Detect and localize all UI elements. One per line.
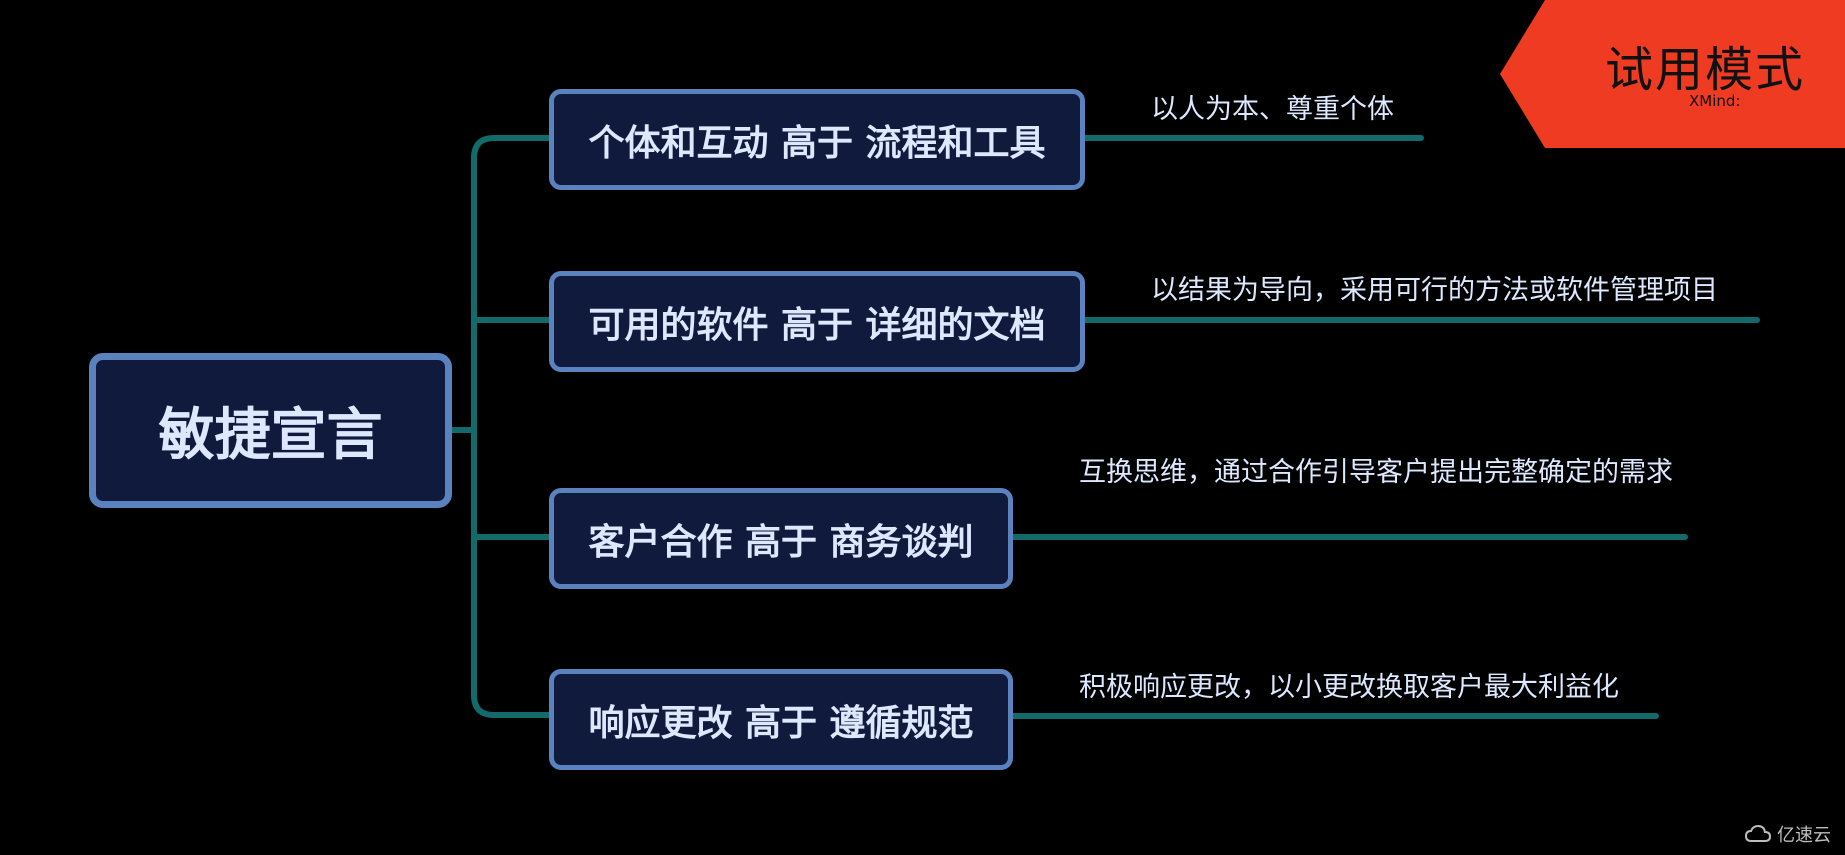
branch-topic-3[interactable]: 客户合作 高于 商务谈判 <box>549 488 1013 589</box>
subtopic-note-4[interactable]: 积极响应更改，以小更改换取客户最大利益化 <box>1079 672 1619 703</box>
branch-topic-label: 可用的软件 高于 详细的文档 <box>588 304 1046 346</box>
trial-mode-badge: 试用模式 XMind: <box>1500 0 1845 148</box>
cloud-icon <box>1745 825 1771 842</box>
branch-topic-label: 响应更改 高于 遵循规范 <box>588 702 974 744</box>
trial-mode-subtitle: XMind: <box>1689 92 1741 110</box>
root-topic-label: 敏捷宣言 <box>158 403 383 468</box>
trial-badge-shape <box>1500 0 1845 148</box>
footer-logo: 亿速云 <box>1745 821 1831 847</box>
footer-logo-text: 亿速云 <box>1777 825 1831 846</box>
branch-topic-1[interactable]: 个体和互动 高于 流程和工具 <box>549 89 1085 190</box>
branch-topic-4[interactable]: 响应更改 高于 遵循规范 <box>549 669 1013 770</box>
subtopic-note-1[interactable]: 以人为本、尊重个体 <box>1151 94 1394 125</box>
connector-trunk <box>471 135 552 718</box>
branch-topic-label: 客户合作 高于 商务谈判 <box>588 521 974 563</box>
branch-topic-label: 个体和互动 高于 流程和工具 <box>588 122 1046 164</box>
branch-topic-2[interactable]: 可用的软件 高于 详细的文档 <box>549 271 1085 372</box>
trial-mode-title: 试用模式 <box>1605 42 1806 98</box>
root-topic[interactable]: 敏捷宣言 <box>89 353 452 508</box>
subtopic-note-3[interactable]: 互换思维，通过合作引导客户提出完整确定的需求 <box>1079 457 1673 488</box>
subtopic-note-2[interactable]: 以结果为导向，采用可行的方法或软件管理项目 <box>1151 275 1718 306</box>
